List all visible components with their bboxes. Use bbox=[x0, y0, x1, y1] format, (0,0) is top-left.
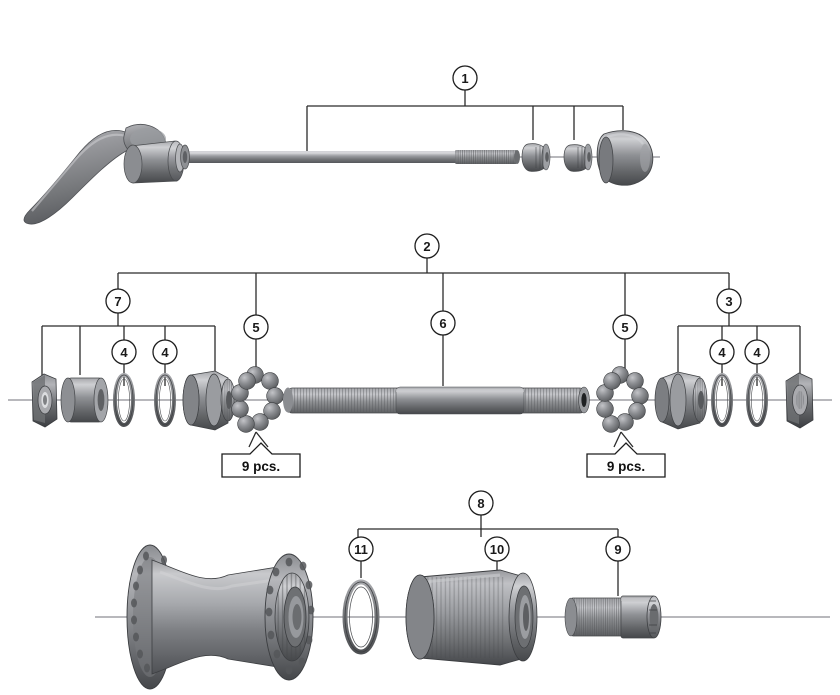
callout-3[interactable]: 3 bbox=[716, 288, 742, 314]
part-left-cone bbox=[182, 370, 236, 431]
callout-8-label: 8 bbox=[477, 496, 484, 511]
callout-11-label: 11 bbox=[354, 542, 368, 557]
callout-7-label: 7 bbox=[114, 294, 121, 309]
callout-9-label: 9 bbox=[614, 542, 621, 557]
callout-4-b-label: 4 bbox=[161, 345, 169, 360]
part-right-locknut bbox=[785, 372, 814, 429]
callout-5-right[interactable]: 5 bbox=[612, 314, 638, 340]
callout-11[interactable]: 11 bbox=[348, 536, 374, 562]
part-left-spacer bbox=[60, 377, 109, 423]
row-quick-release bbox=[23, 90, 660, 225]
part-hub-shell bbox=[126, 544, 315, 690]
part-left-washer-outer bbox=[113, 373, 135, 427]
part-left-ball-bearing-set bbox=[231, 366, 284, 448]
part-freehub-fixing-bolt bbox=[564, 595, 662, 639]
right-flange-spoke-holes bbox=[265, 557, 315, 675]
row-freehub-assembly bbox=[95, 515, 830, 690]
part-quick-release-shaft bbox=[183, 150, 520, 164]
callout-3-label: 3 bbox=[725, 294, 732, 309]
callout-2-label: 2 bbox=[423, 239, 430, 254]
part-left-washer-inner bbox=[154, 373, 176, 427]
quantity-label-left-text: 9 pcs. bbox=[242, 459, 280, 474]
callout-5-left-label: 5 bbox=[252, 320, 259, 335]
callout-10[interactable]: 10 bbox=[484, 536, 510, 562]
part-left-locknut bbox=[31, 373, 58, 428]
callout-4-a[interactable]: 4 bbox=[111, 339, 137, 365]
part-freehub-body bbox=[405, 569, 538, 666]
callout-7[interactable]: 7 bbox=[105, 288, 131, 314]
part-hub-axle bbox=[283, 386, 590, 415]
callout-4-c-label: 4 bbox=[718, 345, 726, 360]
leader-bracket-1 bbox=[306, 90, 624, 152]
callout-1[interactable]: 1 bbox=[452, 65, 478, 91]
part-qr-spring-left bbox=[521, 143, 551, 172]
callout-10-label: 10 bbox=[490, 542, 504, 557]
callout-1-label: 1 bbox=[461, 71, 468, 86]
callout-5-left[interactable]: 5 bbox=[243, 314, 269, 340]
leader-bracket-2 bbox=[117, 258, 730, 315]
part-qr-spring-right bbox=[563, 143, 593, 172]
callout-4-c[interactable]: 4 bbox=[709, 339, 735, 365]
quantity-label-right: 9 pcs. bbox=[586, 442, 666, 478]
callout-2[interactable]: 2 bbox=[414, 233, 440, 259]
callout-4-b[interactable]: 4 bbox=[152, 339, 178, 365]
row-axle-assembly: 9 pcs. 9 pcs. bbox=[8, 258, 832, 478]
callout-balloons: 1 2 7 3 5 6 5 4 bbox=[105, 65, 770, 562]
callout-9[interactable]: 9 bbox=[605, 536, 631, 562]
quantity-label-left: 9 pcs. bbox=[221, 442, 301, 478]
quantity-label-right-text: 9 pcs. bbox=[607, 459, 645, 474]
leader-bracket-3 bbox=[677, 313, 801, 386]
part-right-cone bbox=[654, 371, 708, 430]
callout-5-right-label: 5 bbox=[621, 320, 628, 335]
callout-4-d[interactable]: 4 bbox=[744, 339, 770, 365]
callout-6[interactable]: 6 bbox=[430, 310, 456, 336]
callout-8[interactable]: 8 bbox=[468, 490, 494, 516]
part-right-washer-inner bbox=[711, 373, 733, 427]
callout-4-d-label: 4 bbox=[753, 345, 761, 360]
leader-stems-axle bbox=[255, 335, 626, 386]
callout-4-a-label: 4 bbox=[120, 345, 128, 360]
part-quick-release-lever bbox=[23, 124, 190, 225]
part-right-washer-outer bbox=[746, 373, 768, 427]
callout-6-label: 6 bbox=[439, 316, 446, 331]
part-qr-adjusting-nut bbox=[596, 130, 654, 186]
part-seal-ring bbox=[342, 579, 380, 655]
part-right-ball-bearing-set bbox=[596, 366, 649, 448]
